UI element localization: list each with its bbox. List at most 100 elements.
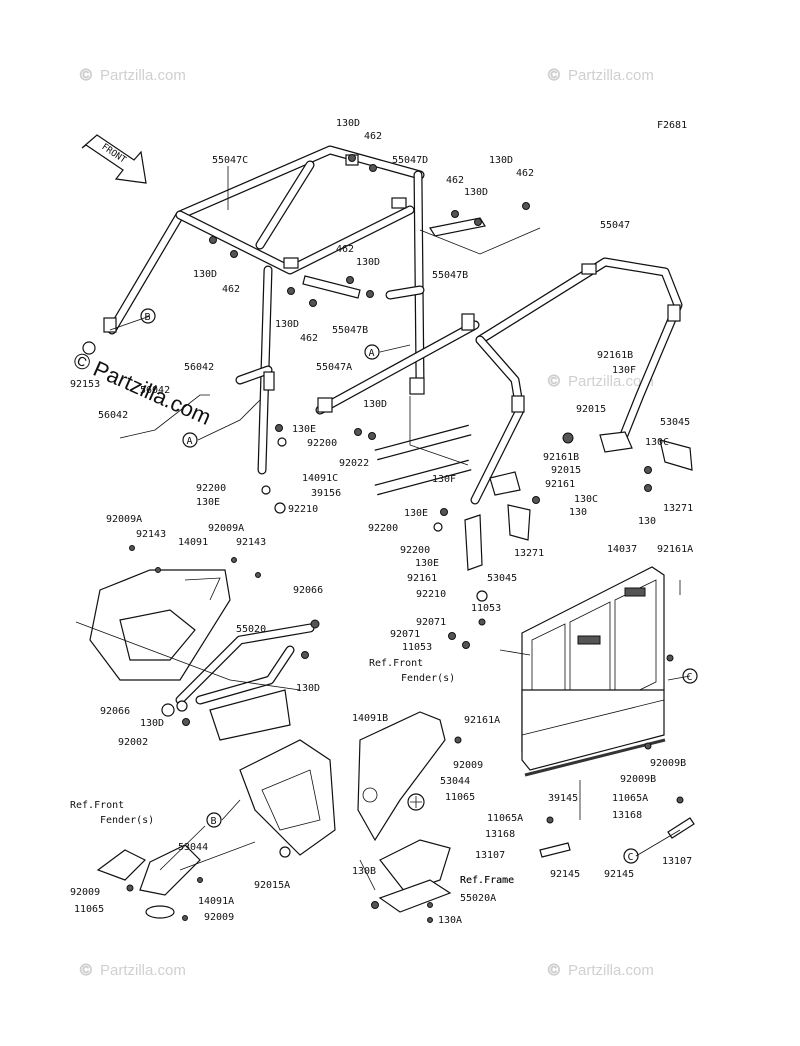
part-label: 92210 <box>288 504 318 515</box>
part-label: 55020 <box>236 624 266 635</box>
callout-b: B <box>145 312 151 323</box>
part-label: 130F <box>612 365 636 376</box>
part-label: 130D <box>296 683 320 694</box>
part-label: Ref.Front <box>369 658 423 669</box>
part-label: 92153 <box>70 379 100 390</box>
gate-latches <box>539 817 695 858</box>
part-label: 56042 <box>140 385 170 396</box>
part-label: 130D <box>489 155 513 166</box>
part-label: 92066 <box>100 706 130 717</box>
tailgate-panel <box>521 566 665 771</box>
front-guard <box>89 569 231 681</box>
part-label: 92143 <box>236 537 266 548</box>
part-label: 39145 <box>548 793 578 804</box>
part-label: 11053 <box>471 603 501 614</box>
part-label: 55047B <box>432 270 468 281</box>
part-label: 130D <box>356 257 380 268</box>
part-label: 130C <box>645 437 669 448</box>
part-label: 92145 <box>604 869 634 880</box>
callout-b: B <box>211 816 217 827</box>
part-label: 92009B <box>650 758 686 769</box>
part-label: Ref.Front <box>70 800 124 811</box>
part-label: 130C <box>574 494 598 505</box>
part-label: 462 <box>300 333 318 344</box>
part-label: 13107 <box>475 850 505 861</box>
front-arrow-icon: FRONT <box>81 134 147 184</box>
part-label: 13271 <box>514 548 544 559</box>
svg-text:©: © <box>548 373 560 390</box>
part-label: 92071 <box>390 629 420 640</box>
part-label: 92161A <box>657 544 693 555</box>
part-label: 130E <box>292 424 316 435</box>
part-label: 56042 <box>98 410 128 421</box>
part-label: 92009B <box>620 774 656 785</box>
svg-text:©: © <box>548 962 560 979</box>
part-label: 53044 <box>178 842 208 853</box>
part-label: Ref.Frame <box>460 875 514 886</box>
part-label: 14091 <box>178 537 208 548</box>
part-label: 130D <box>336 118 360 129</box>
part-label: 92200 <box>400 545 430 556</box>
lower-bracket <box>378 839 452 913</box>
callout-letters: B A A C B C <box>140 308 698 864</box>
part-label: 92015 <box>551 465 581 476</box>
part-label: 462 <box>222 284 240 295</box>
part-label: 92145 <box>550 869 580 880</box>
part-label: 130D <box>464 187 488 198</box>
part-label: 462 <box>364 131 382 142</box>
watermark-text: Partzilla.com <box>100 67 186 84</box>
part-label: 92210 <box>416 589 446 600</box>
leader-lines <box>75 166 691 891</box>
part-label: 11065 <box>445 792 475 803</box>
part-label: 55047D <box>392 155 428 166</box>
side-brackets <box>464 439 693 571</box>
part-label: 55020A <box>460 893 496 904</box>
part-label: 130 <box>569 507 587 518</box>
svg-text:©: © <box>80 962 92 979</box>
part-label: 462 <box>516 168 534 179</box>
part-label: 55047 <box>600 220 630 231</box>
part-label: 130E <box>196 497 220 508</box>
part-label: 92066 <box>293 585 323 596</box>
fasteners <box>82 154 684 923</box>
part-label: 130F <box>432 474 456 485</box>
part-label: Ref.Frame <box>460 875 514 886</box>
part-label: 130 <box>638 516 656 527</box>
part-label: 53044 <box>440 776 470 787</box>
grab-pads <box>371 424 475 496</box>
part-label: 53045 <box>660 417 690 428</box>
part-label: 14037 <box>607 544 637 555</box>
part-label: 92161A <box>464 715 500 726</box>
part-label: 14091A <box>198 896 234 907</box>
part-label: 55047A <box>316 362 352 373</box>
part-label: 13271 <box>663 503 693 514</box>
part-label: 92022 <box>339 458 369 469</box>
part-label: 92009A <box>208 523 244 534</box>
watermark-layer: © Partzilla.com © Partzilla.com © Partzi… <box>70 67 654 980</box>
part-label: 11053 <box>402 642 432 653</box>
guard-frame <box>175 623 315 741</box>
mud-flaps <box>96 844 201 919</box>
part-label: Fender(s) <box>100 815 154 826</box>
part-label: 92143 <box>136 529 166 540</box>
watermark-text: Partzilla.com <box>100 962 186 979</box>
fender-guard <box>357 711 446 842</box>
part-label: 92161 <box>545 479 575 490</box>
part-label: 39156 <box>311 488 341 499</box>
part-label: Fender(s) <box>401 673 455 684</box>
part-label: 92200 <box>307 438 337 449</box>
part-label: 130B <box>352 866 376 877</box>
front-frame <box>239 739 336 856</box>
part-label: 130D <box>275 319 299 330</box>
part-label: 130D <box>193 269 217 280</box>
cross-bars <box>302 217 486 299</box>
part-label: 13168 <box>485 829 515 840</box>
roll-cage-front <box>103 145 480 475</box>
part-label: 92015A <box>254 880 290 891</box>
part-label: 92161B <box>597 350 633 361</box>
part-labels: 55047C 130D 462 55047D 130D 462 462 130D… <box>70 118 693 926</box>
part-label: 92161 <box>407 573 437 584</box>
part-label: 92009 <box>204 912 234 923</box>
part-label: 462 <box>336 244 354 255</box>
